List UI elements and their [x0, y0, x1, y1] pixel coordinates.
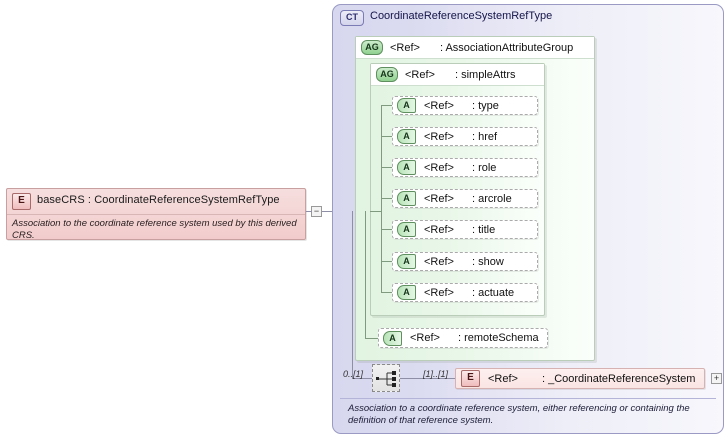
connector-sequence-out [400, 378, 458, 379]
attribute-group-association-header: AG <Ref> : AssociationAttributeGroup [356, 37, 594, 59]
cardinality-left: 0..[1] [343, 369, 364, 379]
attribute-row[interactable]: A <Ref> : show [392, 252, 538, 271]
sequence-compositor-icon[interactable] [372, 364, 400, 392]
attribute-row[interactable]: A <Ref> : href [392, 127, 538, 146]
attribute-ref: <Ref> [424, 192, 454, 205]
attribute-ref: <Ref> [410, 332, 440, 344]
attribute-ref: <Ref> [424, 130, 454, 143]
attribute-type: : href [471, 130, 498, 143]
attribute-badge-icon: A [397, 254, 416, 269]
element-badge-icon: E [461, 370, 480, 387]
complex-type-documentation: Association to a coordinate reference sy… [340, 398, 716, 427]
complex-type-title: CoordinateReferenceSystemRefType [370, 10, 553, 22]
attribute-ref: <Ref> [424, 99, 454, 112]
attribute-badge-icon: A [397, 285, 416, 300]
connector-attribute-stub [381, 136, 392, 137]
expand-toggle-button[interactable]: + [711, 373, 722, 384]
attribute-row[interactable]: A <Ref> : role [392, 158, 538, 177]
attribute-row-remote-schema[interactable]: A <Ref> : remoteSchema [378, 328, 548, 348]
base-crs-title: baseCRS : CoordinateReferenceSystemRefTy… [37, 194, 280, 206]
complex-type-documentation-wrap: Association to a coordinate reference sy… [340, 398, 716, 427]
connector-attribute-stub [381, 229, 392, 230]
connector-spine-in [370, 211, 382, 212]
complex-type-header: CT CoordinateReferenceSystemRefType [333, 5, 723, 26]
attribute-group-association-ref: <Ref> [390, 41, 420, 54]
connector-attribute-stub [381, 105, 392, 106]
collapse-toggle-button[interactable]: − [311, 206, 322, 217]
attribute-type: : role [471, 161, 497, 174]
attribute-group-simpleattrs-header: AG <Ref> : simpleAttrs [371, 64, 544, 86]
sequence-icon-glyph [376, 371, 396, 387]
cardinality-right: [1]..[1] [423, 369, 449, 379]
attribute-group-simpleattrs-type: : simpleAttrs [454, 68, 516, 81]
attributegroup-badge-icon: AG [376, 67, 398, 82]
attribute-type: : show [471, 255, 504, 268]
attribute-badge-icon: A [397, 222, 416, 237]
attribute-badge-icon: A [383, 330, 402, 346]
attribute-badge-icon: A [397, 129, 416, 144]
attribute-ref: <Ref> [424, 223, 454, 236]
attribute-ref: <Ref> [424, 286, 454, 299]
attribute-type: : remoteSchema [457, 332, 539, 344]
base-crs-documentation: Association to the coordinate reference … [7, 214, 305, 245]
connector-attribute-stub [381, 261, 392, 262]
attribute-row[interactable]: A <Ref> : title [392, 220, 538, 239]
element-badge-icon: E [12, 193, 31, 210]
attribute-row[interactable]: A <Ref> : type [392, 96, 538, 115]
attribute-type: : actuate [471, 286, 515, 299]
ref-element-ref: <Ref> [488, 372, 518, 385]
connector-sequence-vertical [352, 211, 353, 378]
complextype-badge-icon: CT [340, 10, 364, 26]
ref-element-type: : _CoordinateReferenceSystem [541, 372, 696, 385]
attribute-row[interactable]: A <Ref> : actuate [392, 283, 538, 302]
attribute-type: : arcrole [471, 192, 512, 205]
base-crs-element-box[interactable]: E baseCRS : CoordinateReferenceSystemRef… [6, 188, 306, 241]
connector-attribute-stub [381, 292, 392, 293]
attribute-ref: <Ref> [424, 255, 454, 268]
attributegroup-badge-icon: AG [361, 40, 383, 55]
attribute-ref: <Ref> [424, 161, 454, 174]
connector-attribute-stub [381, 167, 392, 168]
connector-remoteschema-vertical [365, 211, 366, 338]
coordinate-reference-system-ref-element[interactable]: E <Ref> : _CoordinateReferenceSystem [455, 368, 705, 389]
attribute-type: : type [471, 99, 499, 112]
attribute-badge-icon: A [397, 98, 416, 113]
connector-remoteschema-stub [365, 338, 378, 339]
attribute-row[interactable]: A <Ref> : arcrole [392, 189, 538, 208]
attribute-group-simpleattrs-ref: <Ref> [405, 68, 435, 81]
attribute-group-association-type: : AssociationAttributeGroup [439, 41, 574, 54]
connector-element-to-type [306, 211, 312, 212]
attribute-badge-icon: A [397, 191, 416, 206]
attribute-type: : title [471, 223, 496, 236]
attribute-badge-icon: A [397, 160, 416, 175]
connector-attribute-stub [381, 198, 392, 199]
connector-sequence-in [352, 378, 372, 379]
base-crs-header: E baseCRS : CoordinateReferenceSystemRef… [7, 189, 305, 214]
